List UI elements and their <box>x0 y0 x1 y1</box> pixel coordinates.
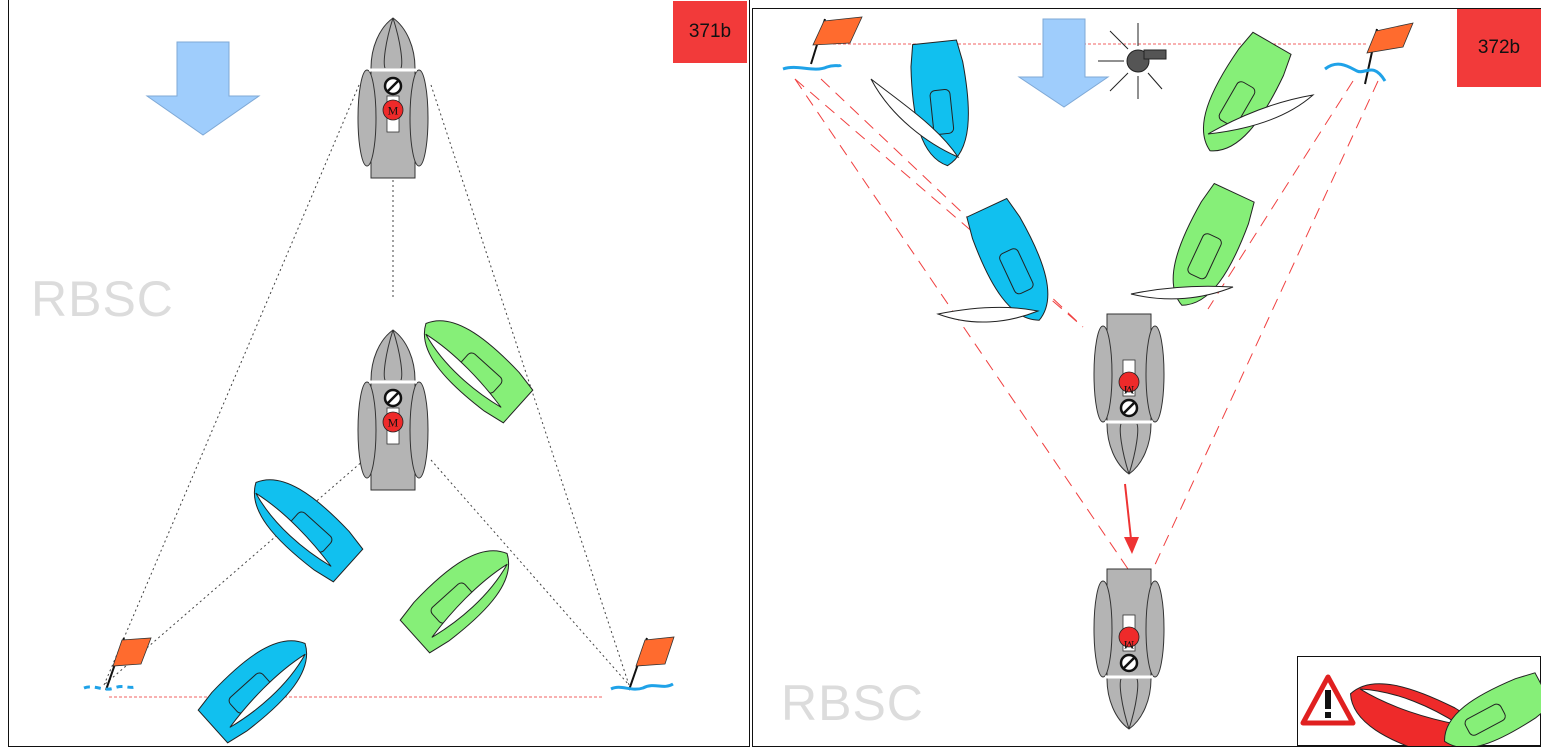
diagram-label-badge: 372b <box>1457 9 1541 87</box>
wind-arrow-icon <box>145 41 261 136</box>
collision-warning-canvas <box>1300 672 1541 746</box>
blue-boat-2 <box>194 622 324 746</box>
collision-warning-inset <box>1297 656 1541 746</box>
no-entry-icon <box>383 76 403 96</box>
flag-icon <box>83 637 152 691</box>
motion-arrow <box>1124 483 1139 554</box>
whistle-icon <box>1098 23 1167 99</box>
diagram-371b-canvas: M M <box>83 16 675 746</box>
green-boat-1 <box>407 302 537 428</box>
committee-boat-middle: M <box>1092 312 1166 476</box>
sail <box>870 78 960 159</box>
flag-icon <box>1324 22 1414 85</box>
motor-mark <box>382 99 404 121</box>
svg-text:M: M <box>388 416 399 430</box>
diagram-label-badge: 371b <box>673 1 747 63</box>
no-entry-icon <box>1119 653 1139 673</box>
green-boat-1 <box>1202 31 1292 152</box>
sail <box>1207 94 1315 135</box>
committee-boat-top: M <box>356 16 430 180</box>
warning-icon <box>1300 674 1356 726</box>
flag-icon <box>782 16 863 71</box>
motor-mark <box>382 411 404 433</box>
sail <box>936 306 1040 323</box>
blue-boat-1 <box>910 39 969 167</box>
flag-icon <box>610 636 675 691</box>
sail <box>1130 285 1234 300</box>
no-entry-icon <box>1119 398 1139 418</box>
motor-mark <box>1118 626 1140 648</box>
no-entry-icon <box>383 388 403 408</box>
svg-text:M: M <box>1123 383 1134 397</box>
motor-mark <box>1118 371 1140 393</box>
diagram-372b-canvas: M M <box>782 16 1414 731</box>
svg-text:M: M <box>1123 638 1134 652</box>
green-boat <box>1444 672 1541 746</box>
committee-boat-bottom: M <box>1092 567 1166 731</box>
blue-boat-1 <box>237 461 367 587</box>
diagram-371b: M M <box>8 0 750 747</box>
red-boat <box>1350 683 1475 746</box>
green-boat-2 <box>396 532 526 658</box>
watermark: RBSC <box>31 271 174 327</box>
svg-text:M: M <box>388 104 399 118</box>
wind-arrow-icon <box>1017 18 1110 108</box>
watermark: RBSC <box>781 675 924 731</box>
committee-boat-middle: M <box>356 328 430 492</box>
diagram-372b: M M RBSC 372b <box>752 8 1541 747</box>
guide-lines <box>794 78 1379 570</box>
